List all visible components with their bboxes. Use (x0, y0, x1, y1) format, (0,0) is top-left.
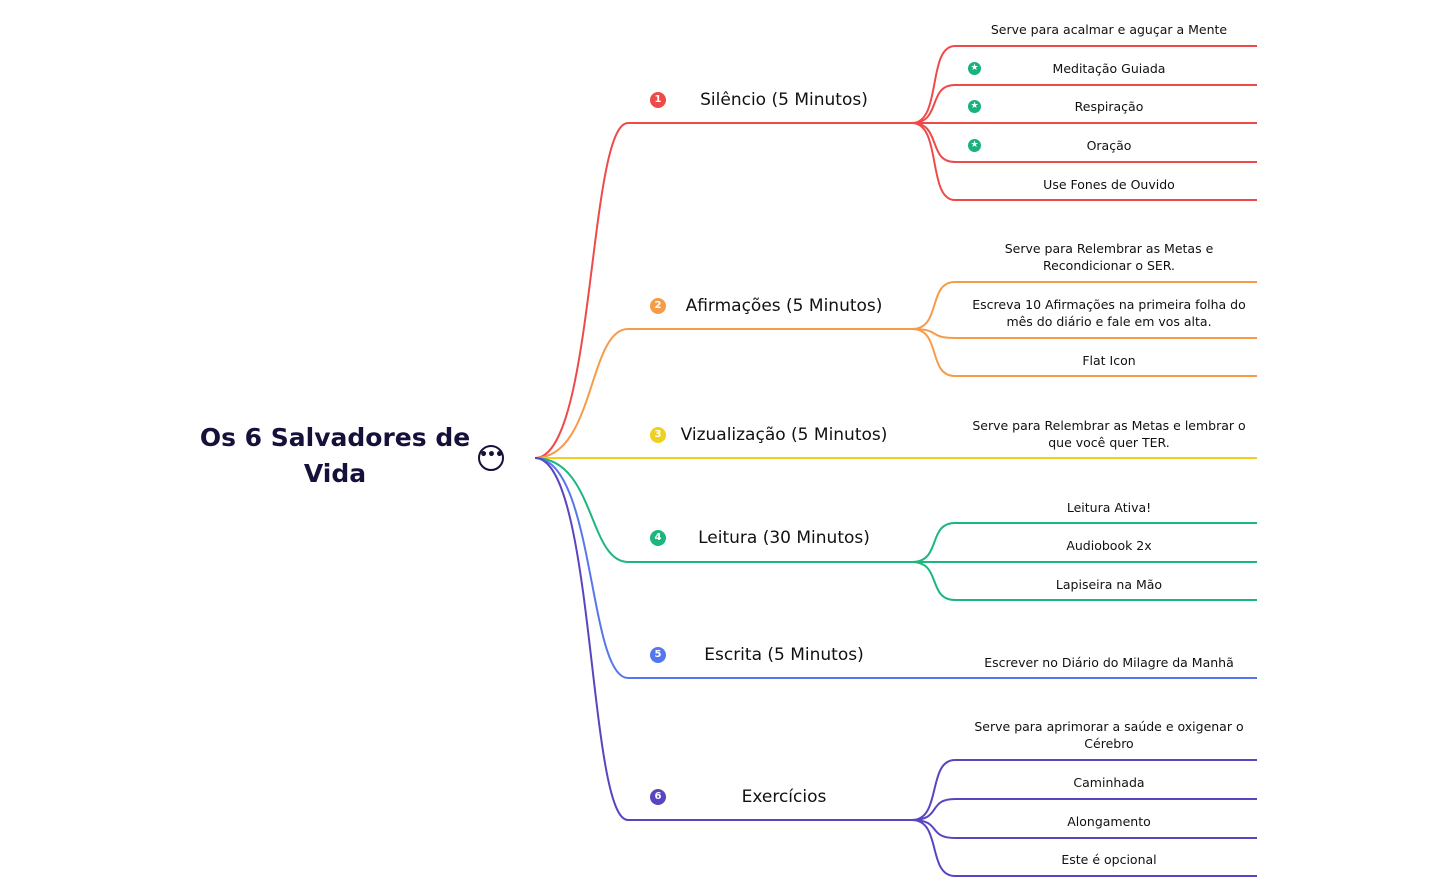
leaf-topic[interactable]: Serve para Relembrar as Metas e Recondic… (962, 240, 1256, 274)
leaf-topic[interactable]: Alongamento (962, 813, 1256, 830)
leaf-connector-4-1 (911, 522, 1257, 563)
leaf-topic[interactable]: Meditação Guiada (962, 60, 1256, 77)
leaf-topic[interactable]: Leitura Ativa! (962, 499, 1256, 516)
leaf-topic-label: Meditação Guiada (1052, 61, 1166, 76)
number-badge-icon: 3 (650, 427, 666, 443)
leaf-topic[interactable]: Use Fones de Ouvido (962, 176, 1256, 193)
number-badge-icon: 6 (650, 789, 666, 805)
leaf-connector-6-1 (911, 759, 1257, 821)
root-topic[interactable]: Os 6 Salvadores de Vida (199, 423, 471, 488)
leaf-topic[interactable]: Escrever no Diário do Milagre da Manhã (962, 654, 1256, 671)
leaf-topic-label: Escrever no Diário do Milagre da Manhã (984, 655, 1234, 670)
leaf-connector-1-4 (911, 122, 1257, 163)
branch-topic-6[interactable]: Exercícios (741, 787, 827, 807)
leaf-topic-label: Oração (1086, 138, 1132, 153)
leaf-topic-label: Escreva 10 Afirmações na primeira folha … (972, 297, 1246, 329)
leaf-topic[interactable]: Audiobook 2x (962, 537, 1256, 554)
leaf-topic[interactable]: Respiração (962, 98, 1256, 115)
leaf-topic-label: Leitura Ativa! (1066, 500, 1152, 515)
star-icon: ★ (968, 139, 981, 152)
number-badge-icon: 1 (650, 92, 666, 108)
branch-topic-2[interactable]: Afirmações (5 Minutos) (685, 296, 883, 316)
leaf-connector-6-2 (911, 798, 1257, 821)
leaf-connector-6-3 (911, 819, 1257, 839)
leaf-topic[interactable]: Flat Icon (962, 352, 1256, 369)
leaf-topic[interactable]: Serve para aprimorar a saúde e oxigenar … (962, 718, 1256, 752)
branch-connector-5 (534, 457, 912, 679)
branch-topic-3[interactable]: Vizualização (5 Minutos) (680, 425, 888, 445)
leaf-topic-label: Serve para Relembrar as Metas e lembrar … (972, 418, 1246, 450)
branch-connector-2 (534, 328, 912, 459)
leaf-connector-6-4 (911, 819, 1257, 877)
leaf-topic[interactable]: Caminhada (962, 774, 1256, 791)
leaf-topic-label: Respiração (1074, 99, 1144, 114)
leaf-topic[interactable]: Serve para Relembrar as Metas e lembrar … (962, 417, 1256, 451)
more-dots-icon[interactable]: ••• (478, 445, 504, 471)
star-icon: ★ (968, 100, 981, 113)
branch-connector-4 (534, 457, 912, 563)
branch-topic-1[interactable]: Silêncio (5 Minutos) (700, 90, 868, 110)
leaf-connector-2-3 (911, 328, 1257, 377)
leaf-connector-1-5 (911, 122, 1257, 201)
branch-connector-1 (534, 122, 912, 459)
leaf-connector-1-2 (911, 84, 1257, 124)
leaf-connector-2-1 (911, 281, 1257, 330)
leaf-topic-label: Alongamento (1067, 814, 1151, 829)
leaf-topic-label: Serve para aprimorar a saúde e oxigenar … (974, 719, 1244, 751)
number-badge-icon: 5 (650, 647, 666, 663)
leaf-topic-label: Serve para Relembrar as Metas e Recondic… (1004, 241, 1214, 273)
leaf-connector-4-3 (911, 561, 1257, 601)
leaf-topic[interactable]: Escreva 10 Afirmações na primeira folha … (962, 296, 1256, 330)
star-icon: ★ (968, 62, 981, 75)
leaf-topic-label: Use Fones de Ouvido (1043, 177, 1175, 192)
branch-topic-5[interactable]: Escrita (5 Minutos) (704, 645, 864, 665)
branch-topic-4[interactable]: Leitura (30 Minutos) (698, 528, 870, 548)
number-badge-icon: 2 (650, 298, 666, 314)
leaf-topic[interactable]: Oração (962, 137, 1256, 154)
branch-connector-6 (534, 457, 912, 821)
leaf-topic[interactable]: Lapiseira na Mão (962, 576, 1256, 593)
leaf-connector-1-1 (911, 45, 1257, 124)
leaf-topic-label: Este é opcional (1061, 852, 1157, 867)
leaf-topic[interactable]: Este é opcional (962, 851, 1256, 868)
leaf-topic-label: Audiobook 2x (1066, 538, 1152, 553)
leaf-topic-label: Flat Icon (1082, 353, 1136, 368)
leaf-topic-label: Lapiseira na Mão (1055, 577, 1163, 592)
leaf-topic-label: Serve para acalmar e aguçar a Mente (990, 22, 1228, 37)
leaf-topic-label: Caminhada (1073, 775, 1145, 790)
leaf-topic[interactable]: Serve para acalmar e aguçar a Mente (962, 21, 1256, 38)
number-badge-icon: 4 (650, 530, 666, 546)
leaf-connector-2-2 (911, 328, 1257, 339)
